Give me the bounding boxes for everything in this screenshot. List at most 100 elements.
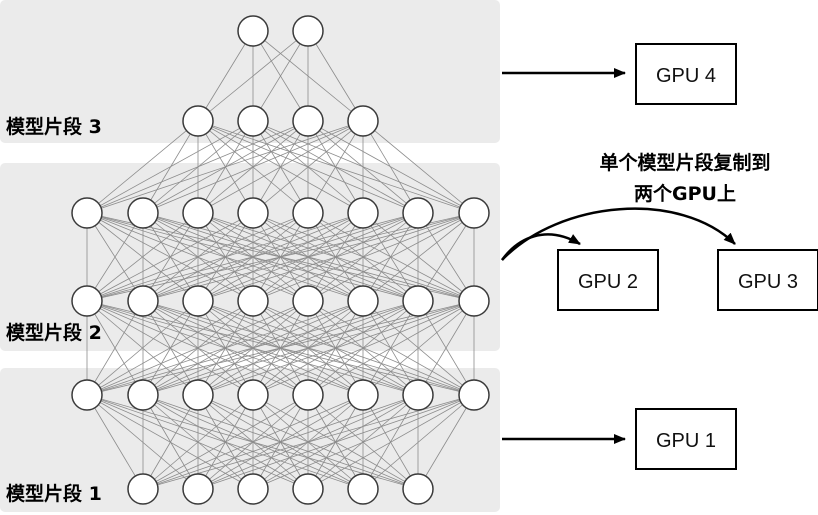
node-seg2-lower-5 <box>347 285 379 317</box>
segment-3-label: 模型片段 3 <box>6 115 102 138</box>
edge-seg2-lower-7-to-seg2-upper-3 <box>252 212 475 302</box>
node-seg2-upper-6 <box>402 197 434 229</box>
edge-seg1-bottom-3-to-seg1-top-0 <box>86 394 309 490</box>
edge-seg1-bottom-1-to-seg1-top-0 <box>86 394 199 490</box>
edge-seg2-upper-0-to-seg3-lower-0 <box>86 120 199 214</box>
node-seg3-top-1 <box>292 15 324 47</box>
node-seg2-upper-3 <box>237 197 269 229</box>
node-seg1-bottom-2 <box>237 473 269 505</box>
curved-arrow-to-gpu3 <box>501 207 736 261</box>
edge-seg1-top-7-to-seg2-lower-2 <box>197 300 475 396</box>
edge-seg1-bottom-4-to-seg1-top-0 <box>86 394 364 490</box>
edge-seg2-lower-7-to-seg2-upper-0 <box>86 212 475 302</box>
node-seg1-top-0 <box>71 379 103 411</box>
edge-seg1-top-2-to-seg2-lower-0 <box>86 300 199 396</box>
edge-seg1-top-7-to-seg2-lower-5 <box>362 300 475 396</box>
edge-seg2-upper-4-to-seg3-lower-0 <box>197 120 309 214</box>
gpu1-label: GPU 1 <box>656 430 716 452</box>
edge-seg1-top-3-to-seg2-lower-0 <box>86 300 254 396</box>
node-seg3-lower-3 <box>347 105 379 137</box>
edge-seg2-upper-7-to-seg3-lower-2 <box>307 120 475 214</box>
replication-caption-line2: 两个GPU上 <box>634 183 736 205</box>
node-seg2-lower-7 <box>458 285 490 317</box>
node-seg1-top-4 <box>292 379 324 411</box>
edge-seg1-bottom-5-to-seg1-top-3 <box>252 394 419 490</box>
edge-seg1-top-1-to-seg2-lower-0 <box>86 300 144 396</box>
node-seg2-upper-1 <box>127 197 159 229</box>
node-seg1-top-3 <box>237 379 269 411</box>
gpu2-label: GPU 2 <box>578 271 638 293</box>
node-seg3-lower-2 <box>292 105 324 137</box>
edge-seg1-top-7-to-seg2-lower-3 <box>252 300 475 396</box>
node-seg2-upper-5 <box>347 197 379 229</box>
gpu4-box: GPU 4 <box>635 43 737 105</box>
node-seg1-top-1 <box>127 379 159 411</box>
node-seg2-lower-0 <box>71 285 103 317</box>
edge-seg1-bottom-0-to-seg1-top-0 <box>86 394 144 490</box>
edge-seg2-lower-7-to-seg2-upper-6 <box>417 212 475 302</box>
node-seg3-lower-1 <box>237 105 269 137</box>
edge-seg1-bottom-5-to-seg1-top-5 <box>362 394 419 490</box>
segment-1-label: 模型片段 1 <box>6 482 102 505</box>
edge-seg1-bottom-5-to-seg1-top-4 <box>307 394 419 490</box>
node-seg2-upper-2 <box>182 197 214 229</box>
node-seg3-top-0 <box>237 15 269 47</box>
node-seg1-top-7 <box>458 379 490 411</box>
edge-seg1-bottom-2-to-seg1-top-0 <box>86 394 254 490</box>
edge-seg1-top-5-to-seg2-lower-0 <box>86 300 364 396</box>
node-seg2-upper-4 <box>292 197 324 229</box>
edge-seg2-upper-7-to-seg3-lower-1 <box>252 120 475 214</box>
gpu3-label: GPU 3 <box>738 271 798 293</box>
node-seg1-bottom-0 <box>127 473 159 505</box>
edge-seg3-lower-0-to-seg3-top-0 <box>197 30 254 122</box>
node-seg1-bottom-4 <box>347 473 379 505</box>
edge-seg2-upper-3-to-seg3-lower-0 <box>197 120 254 214</box>
edge-seg2-lower-4-to-seg2-upper-0 <box>86 212 309 302</box>
edge-seg2-lower-7-to-seg2-upper-2 <box>197 212 475 302</box>
network-nodes <box>71 15 490 505</box>
edge-seg1-top-7-to-seg2-lower-4 <box>307 300 475 396</box>
node-seg2-upper-7 <box>458 197 490 229</box>
node-seg2-upper-0 <box>71 197 103 229</box>
node-seg1-top-5 <box>347 379 379 411</box>
edge-seg2-upper-6-to-seg3-lower-0 <box>197 120 419 214</box>
segment-2-label: 模型片段 2 <box>6 321 102 344</box>
edge-seg2-upper-5-to-seg3-lower-0 <box>197 120 364 214</box>
edge-seg1-bottom-5-to-seg1-top-1 <box>142 394 419 490</box>
node-seg2-lower-2 <box>182 285 214 317</box>
gpu1-box: GPU 1 <box>635 408 737 470</box>
node-seg2-lower-1 <box>127 285 159 317</box>
edge-seg2-lower-2-to-seg2-upper-0 <box>86 212 199 302</box>
edge-seg2-lower-3-to-seg2-upper-0 <box>86 212 254 302</box>
edge-seg3-lower-3-to-seg3-top-0 <box>252 30 364 122</box>
edge-seg2-upper-7-to-seg3-lower-0 <box>197 120 475 214</box>
edge-seg3-lower-2-to-seg3-top-0 <box>252 30 309 122</box>
node-seg2-lower-6 <box>402 285 434 317</box>
edge-seg2-upper-1-to-seg3-lower-0 <box>142 120 199 214</box>
edge-seg2-lower-7-to-seg2-upper-4 <box>307 212 475 302</box>
node-seg1-top-6 <box>402 379 434 411</box>
gpu3-box: GPU 3 <box>717 249 818 311</box>
edge-seg1-top-4-to-seg2-lower-0 <box>86 300 309 396</box>
node-seg1-bottom-1 <box>182 473 214 505</box>
node-seg1-bottom-3 <box>292 473 324 505</box>
node-seg2-lower-4 <box>292 285 324 317</box>
edge-seg2-lower-7-to-seg2-upper-5 <box>362 212 475 302</box>
edge-seg2-upper-7-to-seg3-lower-3 <box>362 120 475 214</box>
gpu2-box: GPU 2 <box>557 249 659 311</box>
edge-seg1-bottom-5-to-seg1-top-7 <box>417 394 475 490</box>
edge-seg1-top-7-to-seg2-lower-0 <box>86 300 475 396</box>
gpu4-label: GPU 4 <box>656 65 716 87</box>
node-seg1-top-2 <box>182 379 214 411</box>
replication-caption-line1: 单个模型片段复制到 <box>599 151 770 174</box>
node-seg2-lower-3 <box>237 285 269 317</box>
node-seg1-bottom-5 <box>402 473 434 505</box>
edge-seg3-lower-3-to-seg3-top-1 <box>307 30 364 122</box>
segment-3-panel <box>0 0 500 143</box>
node-seg3-lower-0 <box>182 105 214 137</box>
edge-seg2-lower-5-to-seg2-upper-0 <box>86 212 364 302</box>
edge-seg2-lower-1-to-seg2-upper-0 <box>86 212 144 302</box>
edge-seg1-top-7-to-seg2-lower-6 <box>417 300 475 396</box>
edge-seg1-bottom-5-to-seg1-top-2 <box>197 394 419 490</box>
